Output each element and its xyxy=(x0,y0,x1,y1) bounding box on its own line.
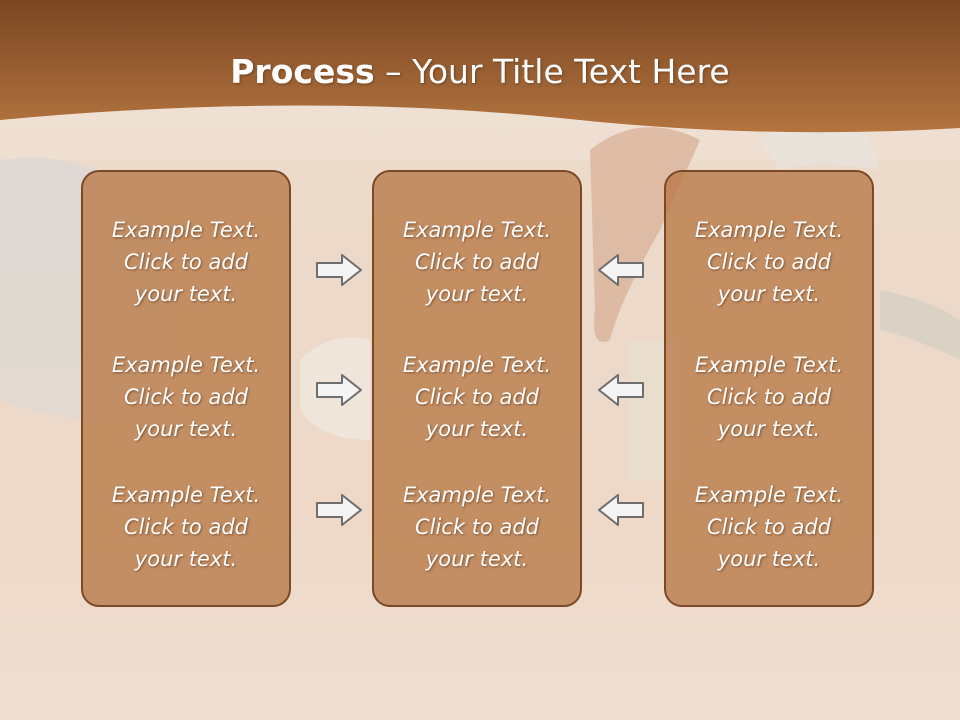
item-line: Example Text. xyxy=(694,218,844,242)
item-line: Click to add xyxy=(706,385,831,409)
text-item[interactable]: Example Text. Click to add your text. xyxy=(374,349,580,445)
text-item[interactable]: Example Text. Click to add your text. xyxy=(374,214,580,310)
item-line: Example Text. xyxy=(111,218,261,242)
text-item[interactable]: Example Text. Click to add your text. xyxy=(83,349,289,445)
item-line: Click to add xyxy=(123,250,248,274)
item-line: Click to add xyxy=(414,515,539,539)
item-line: your text. xyxy=(425,417,529,441)
title-bold: Process xyxy=(230,52,375,91)
text-item[interactable]: Example Text. Click to add your text. xyxy=(83,214,289,310)
right-arrow-icon xyxy=(316,374,362,406)
item-line: Click to add xyxy=(414,250,539,274)
process-box-left[interactable]: Example Text. Click to add your text. Ex… xyxy=(81,170,291,607)
item-line: Click to add xyxy=(414,385,539,409)
item-line: Example Text. xyxy=(111,353,261,377)
text-item[interactable]: Example Text. Click to add your text. xyxy=(666,479,872,575)
text-item[interactable]: Example Text. Click to add your text. xyxy=(666,214,872,310)
item-line: Click to add xyxy=(123,515,248,539)
item-line: Example Text. xyxy=(402,218,552,242)
item-line: your text. xyxy=(425,547,529,571)
item-line: Example Text. xyxy=(402,483,552,507)
right-arrow-icon xyxy=(316,494,362,526)
item-line: your text. xyxy=(134,417,238,441)
title-rest: – Your Title Text Here xyxy=(374,52,730,91)
left-arrow-icon xyxy=(598,254,644,286)
item-line: Click to add xyxy=(706,515,831,539)
text-item[interactable]: Example Text. Click to add your text. xyxy=(83,479,289,575)
item-line: Example Text. xyxy=(694,483,844,507)
left-arrow-icon xyxy=(598,374,644,406)
item-line: your text. xyxy=(717,547,821,571)
item-line: Example Text. xyxy=(402,353,552,377)
item-line: Click to add xyxy=(123,385,248,409)
item-line: your text. xyxy=(717,282,821,306)
item-line: Example Text. xyxy=(111,483,261,507)
text-item[interactable]: Example Text. Click to add your text. xyxy=(666,349,872,445)
item-line: Click to add xyxy=(706,250,831,274)
item-line: your text. xyxy=(134,547,238,571)
item-line: your text. xyxy=(425,282,529,306)
process-box-right[interactable]: Example Text. Click to add your text. Ex… xyxy=(664,170,874,607)
item-line: your text. xyxy=(717,417,821,441)
text-item[interactable]: Example Text. Click to add your text. xyxy=(374,479,580,575)
item-line: your text. xyxy=(134,282,238,306)
item-line: Example Text. xyxy=(694,353,844,377)
right-arrow-icon xyxy=(316,254,362,286)
left-arrow-icon xyxy=(598,494,644,526)
process-box-center[interactable]: Example Text. Click to add your text. Ex… xyxy=(372,170,582,607)
page-title: Process – Your Title Text Here xyxy=(0,52,960,91)
